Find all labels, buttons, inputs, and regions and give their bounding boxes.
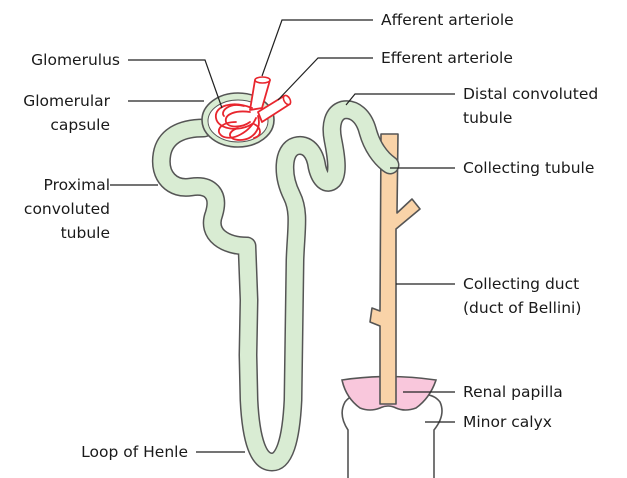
glomerular-capsule-label-line1: Glomerular [23, 92, 110, 110]
renal-papilla-label: Renal papilla [463, 383, 563, 401]
collecting-tubule-label: Collecting tubule [463, 159, 594, 177]
glomerular-capsule-label-line2: capsule [50, 116, 110, 134]
collecting-duct-shape [370, 134, 420, 404]
glomerulus-label: Glomerulus [31, 51, 120, 69]
afferent-arteriole-opening [255, 77, 270, 83]
distal-tubule-label-line1: Distal convoluted [463, 85, 598, 103]
afferent-arteriole-label: Afferent arteriole [381, 11, 514, 29]
collecting-duct-label-line2: (duct of Bellini) [463, 299, 581, 317]
efferent-arteriole-label: Efferent arteriole [381, 49, 513, 67]
loop-of-henle-label: Loop of Henle [81, 443, 188, 461]
collecting-duct-label-line1: Collecting duct [463, 275, 579, 293]
proximal-tubule-label-line2: convoluted [24, 200, 110, 218]
distal-tubule-label-line2: tubule [463, 109, 512, 127]
proximal-tubule-label-line3: tubule [61, 224, 110, 242]
minor-calyx-label: Minor calyx [463, 413, 552, 431]
proximal-tubule-label-line1: Proximal [44, 176, 111, 194]
